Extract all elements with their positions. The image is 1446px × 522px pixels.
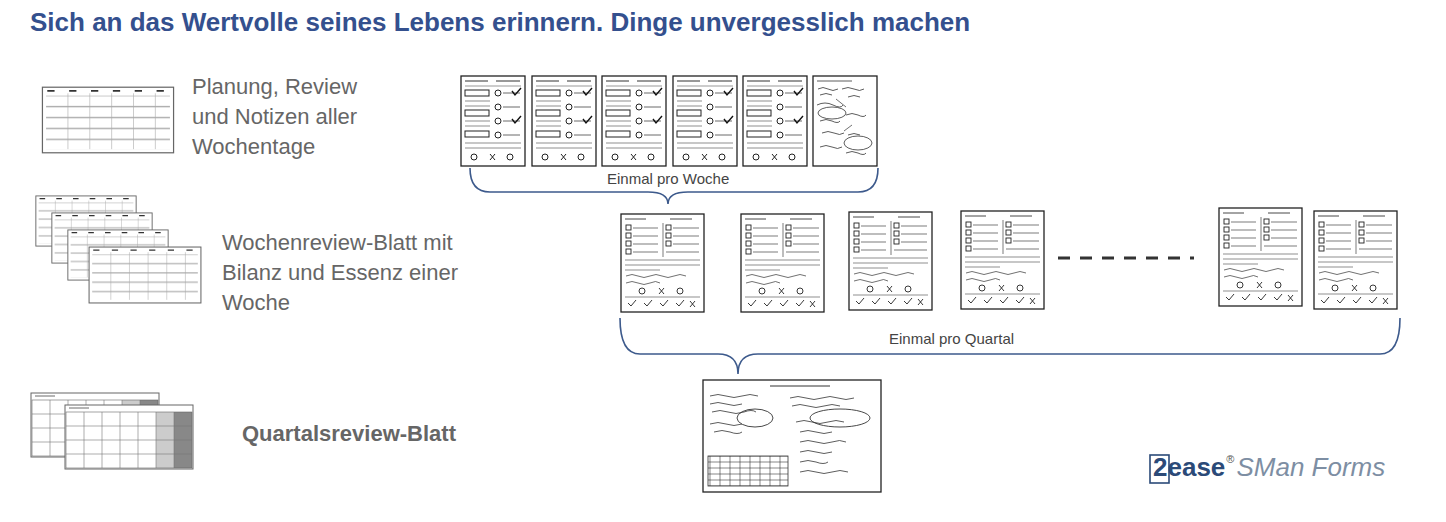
dashes bbox=[1058, 257, 1194, 260]
review-stack-icon bbox=[36, 196, 201, 303]
quarter-sheet bbox=[703, 380, 881, 492]
logo-product: SMan Forms bbox=[1236, 450, 1385, 484]
quarter-bracket bbox=[620, 318, 1400, 374]
weekly-sheet-icon bbox=[42, 87, 173, 153]
row-label: Quartalsreview-Blatt bbox=[242, 420, 456, 448]
page-title: Sich an das Wertvolle seines Lebens erin… bbox=[30, 7, 970, 38]
logo-registered: ® bbox=[1226, 452, 1234, 466]
week-bracket bbox=[470, 168, 878, 204]
row-label: Wochenreview-Blatt mit Bilanz und Essenz… bbox=[222, 228, 500, 318]
logo-brand: 2ease bbox=[1153, 450, 1225, 484]
bracket-label: Einmal pro Woche bbox=[604, 170, 732, 188]
week-pages bbox=[461, 76, 877, 166]
row-label: Planung, Review und Notizen aller Wochen… bbox=[192, 72, 390, 162]
quarter-calendar-icon bbox=[31, 393, 193, 469]
logo: 2ease®SMan Forms bbox=[1150, 450, 1385, 484]
review-pages bbox=[621, 208, 1397, 312]
bracket-label: Einmal pro Quartal bbox=[886, 330, 1017, 348]
